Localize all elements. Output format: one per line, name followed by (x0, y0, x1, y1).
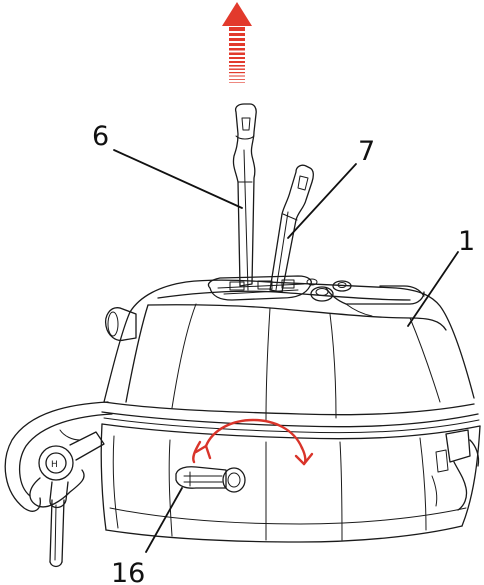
side-connector: H (29, 431, 105, 568)
main-housing (100, 279, 481, 543)
front-lever (175, 466, 246, 493)
leader-1 (407, 251, 459, 327)
leader-7 (287, 163, 357, 239)
strap-loop (4, 401, 113, 512)
callout-7: 7 (358, 136, 375, 167)
callout-6: 6 (92, 121, 109, 152)
pull-handle-right (269, 164, 314, 293)
leader-16 (145, 487, 183, 553)
control-plate (207, 275, 352, 302)
rotation-arrow-icon (192, 418, 314, 466)
side-knob (104, 307, 137, 342)
callout-16: 16 (111, 558, 145, 585)
leader-6 (113, 149, 243, 209)
callout-1: 1 (458, 226, 475, 257)
pull-up-arrow-icon (222, 2, 252, 83)
leader-lines (113, 149, 459, 553)
svg-text:H: H (51, 460, 58, 470)
pull-handle-left (232, 103, 257, 291)
